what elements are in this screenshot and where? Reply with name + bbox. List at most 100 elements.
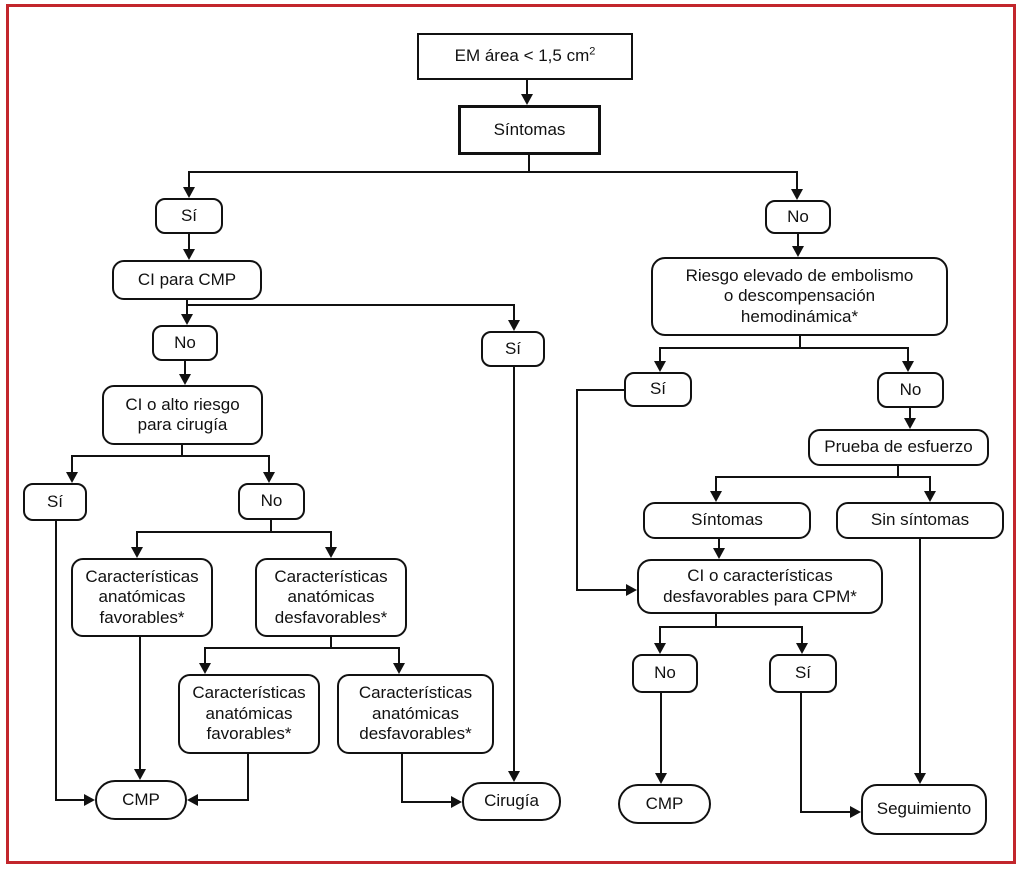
arrowhead <box>263 472 275 483</box>
connector-sintomas-stem <box>528 155 530 173</box>
connector-fav2-cmp-h <box>198 799 249 801</box>
connector-fav2-cmp-v <box>247 754 249 801</box>
connector-main-split <box>188 171 798 173</box>
connector-split-right <box>796 171 798 191</box>
arrowhead <box>199 663 211 674</box>
arrowhead <box>792 246 804 257</box>
node-ci-alto-riesgo: CI o alto riesgo para cirugía <box>102 385 263 445</box>
node-sin-sintomas: Sin síntomas <box>836 502 1004 539</box>
connector-fav1-cmp <box>139 637 141 771</box>
connector-cialto-si <box>71 455 73 474</box>
arrowhead <box>393 663 405 674</box>
connector-riesgo-si <box>659 347 661 363</box>
arrowhead <box>325 547 337 558</box>
connector-desfav2-cirugia-v <box>401 754 403 803</box>
connector-em-sintomas <box>526 80 528 96</box>
node-no-r3: No <box>632 654 698 693</box>
connector-sir1-loop-bottom <box>576 589 628 591</box>
arrowhead <box>508 320 520 331</box>
arrowhead <box>791 189 803 200</box>
connector-cialto-stem <box>181 445 183 457</box>
node-favorables-1: Características anatómicas favorables* <box>71 558 213 637</box>
connector-sintomasr-cpm <box>718 539 720 550</box>
node-si-r2: Sí <box>769 654 837 693</box>
arrowhead <box>904 418 916 429</box>
connector-desfav1-fav2 <box>204 647 206 666</box>
arrowhead <box>521 94 533 105</box>
node-ci-para-cmp: CI para CMP <box>112 260 262 300</box>
connector-desfav2-cirugia-h <box>401 801 454 803</box>
node-desfavorables-2: Características anatómicas desfavorables… <box>337 674 494 754</box>
arrowhead <box>451 796 462 808</box>
connector-prueba-sintomas <box>715 476 717 493</box>
arrowhead <box>902 361 914 372</box>
arrowhead <box>924 491 936 502</box>
connector-prueba-stem <box>897 466 899 478</box>
node-favorables-2: Características anatómicas favorables* <box>178 674 320 754</box>
connector-riesgo-stem <box>799 336 801 349</box>
arrowhead <box>654 643 666 654</box>
connector-si-ci <box>188 234 190 251</box>
arrowhead <box>183 187 195 198</box>
connector-cpm-stem <box>715 614 717 628</box>
arrowhead <box>850 806 861 818</box>
arrowhead <box>710 491 722 502</box>
connector-sinsintomas-seg <box>919 539 921 777</box>
node-cmp-2: CMP <box>618 784 711 824</box>
arrowhead <box>131 547 143 558</box>
arrowhead <box>134 769 146 780</box>
connector-nol2-fav1 <box>136 531 138 549</box>
arrowhead <box>914 773 926 784</box>
node-ci-desfavorables-cpm: CI o características desfavorables para … <box>637 559 883 614</box>
arrowhead <box>796 643 808 654</box>
node-em-area-sup: 2 <box>589 45 596 58</box>
connector-sil2-cmp-h <box>55 799 86 801</box>
node-si-l1: Sí <box>155 198 223 234</box>
connector-sir1-loop-top <box>576 389 624 391</box>
node-si-l2: Sí <box>23 483 87 521</box>
arrowhead <box>179 374 191 385</box>
arrowhead <box>181 314 193 325</box>
node-cmp-1: CMP <box>95 780 187 820</box>
node-em-area: EM área < 1,5 cm2 <box>417 33 633 80</box>
node-sintomas-top: Síntomas <box>458 105 601 155</box>
connector-desfav1-desfav2 <box>398 647 400 666</box>
connector-riesgo-no <box>907 347 909 363</box>
connector-nol2-desfav1 <box>330 531 332 549</box>
node-no-l2: No <box>238 483 305 520</box>
node-no-l1: No <box>152 325 218 361</box>
connector-simid-cirugia <box>513 367 515 773</box>
connector-no-cialto <box>184 361 186 376</box>
node-em-area-label: EM área < 1,5 cm <box>454 46 590 66</box>
node-sintomas-right: Síntomas <box>643 502 811 539</box>
connector-nol2-split <box>136 531 332 533</box>
arrowhead <box>508 771 520 782</box>
connector-cpm-no <box>659 626 661 645</box>
connector-nor1-riesgo <box>797 234 799 248</box>
node-si-r1: Sí <box>624 372 692 407</box>
connector-prueba-sinsintomas <box>929 476 931 493</box>
connector-sir1-loop-v <box>576 389 578 591</box>
connector-nor3-cmp2 <box>660 693 662 775</box>
connector-riesgo-split <box>659 347 909 349</box>
connector-prueba-split <box>715 476 931 478</box>
node-no-r1: No <box>765 200 831 234</box>
connector-sir2-seg-v <box>800 693 802 813</box>
connector-sir2-seg-h <box>800 811 852 813</box>
arrowhead <box>713 548 725 559</box>
connector-desfav1-split <box>204 647 400 649</box>
connector-cialto-split <box>71 455 270 457</box>
node-si-mid: Sí <box>481 331 545 367</box>
node-riesgo-elevado: Riesgo elevado de embolismo o descompens… <box>651 257 948 336</box>
arrowhead <box>183 249 195 260</box>
node-prueba-esfuerzo: Prueba de esfuerzo <box>808 429 989 466</box>
node-desfavorables-1: Características anatómicas desfavorables… <box>255 558 407 637</box>
connector-nol2-stem <box>270 520 272 533</box>
arrowhead <box>187 794 198 806</box>
connector-split-left <box>188 171 190 189</box>
node-seguimiento: Seguimiento <box>861 784 987 835</box>
connector-cpm-split <box>659 626 803 628</box>
arrowhead <box>84 794 95 806</box>
connector-ci-simid-h <box>186 304 515 306</box>
connector-ci-simid-v <box>513 304 515 322</box>
